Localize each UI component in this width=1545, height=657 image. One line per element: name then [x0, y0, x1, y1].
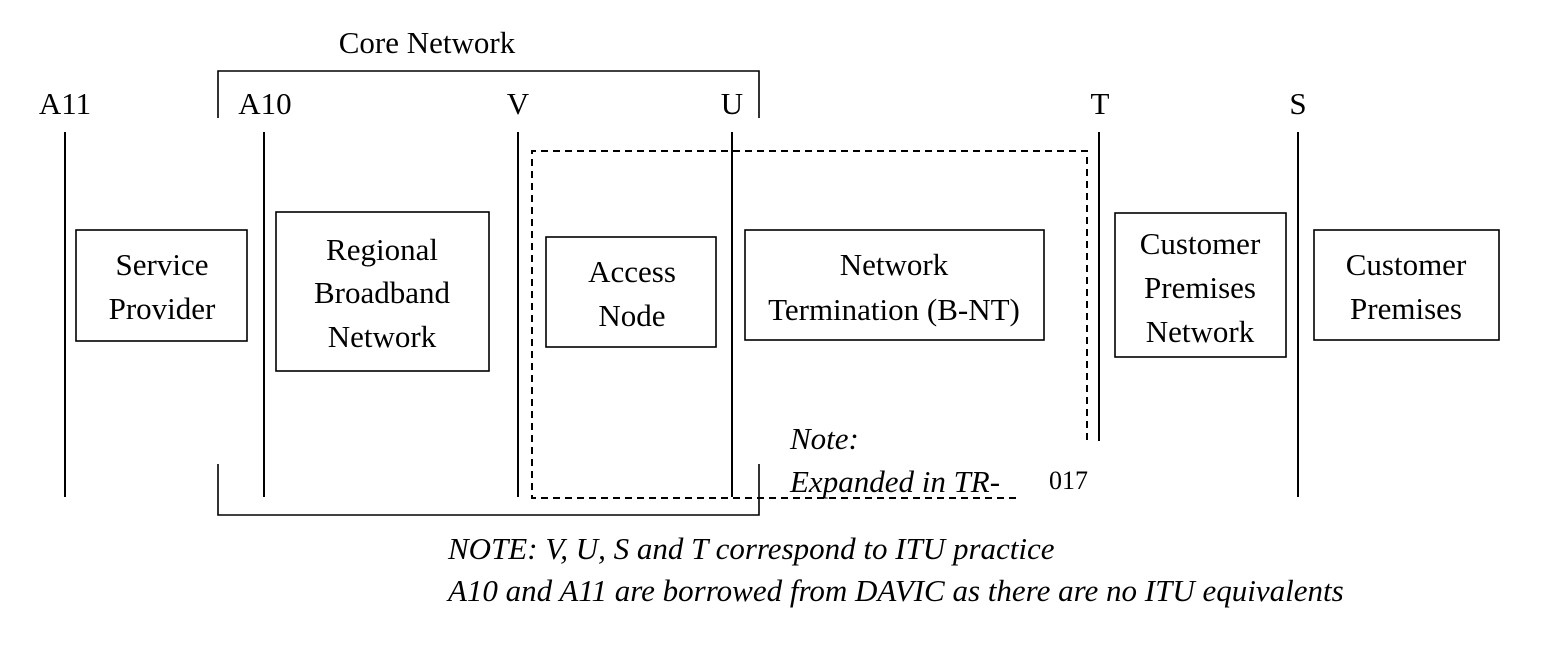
reference-label-s: S [1289, 86, 1306, 121]
service-provider-box: Service Provider [75, 229, 248, 342]
svg-text:Premises: Premises [1144, 270, 1256, 305]
customer-premises-network-box: Customer Premises Network [1114, 212, 1287, 358]
svg-text:Node: Node [598, 298, 665, 333]
inner-note-text: Expanded in TR- [789, 464, 1000, 499]
reference-label-u: U [721, 86, 743, 121]
svg-text:Service: Service [116, 247, 209, 282]
reference-label-t: T [1091, 86, 1110, 121]
svg-text:Network: Network [1146, 314, 1255, 349]
inner-note-number: 017 [1049, 466, 1088, 495]
svg-text:Provider: Provider [109, 291, 216, 326]
regional-broadband-network-box: Regional Broadband Network [275, 211, 490, 372]
core-network-bracket [217, 70, 760, 516]
expanded-region-outline [531, 150, 1088, 499]
footnote-line-1: NOTE: V, U, S and T correspond to ITU pr… [447, 531, 1055, 566]
svg-text:Premises: Premises [1350, 291, 1462, 326]
reference-label-a11: A11 [39, 86, 91, 121]
reference-label-v: V [507, 86, 530, 121]
svg-text:Termination (B-NT): Termination (B-NT) [768, 292, 1020, 327]
svg-text:Network: Network [840, 247, 949, 282]
svg-text:Access: Access [588, 254, 676, 289]
svg-text:Regional: Regional [326, 232, 438, 267]
footnote-line-2: A10 and A11 are borrowed from DAVIC as t… [446, 573, 1344, 608]
customer-premises-box: Customer Premises [1313, 229, 1500, 341]
network-termination-box: Network Termination (B-NT) [744, 229, 1045, 341]
svg-text:Customer: Customer [1346, 247, 1467, 282]
reference-label-a10: A10 [238, 86, 291, 121]
svg-text:Broadband: Broadband [314, 275, 451, 310]
access-node-box: Access Node [545, 236, 717, 348]
inner-note-title: Note: [789, 421, 859, 456]
svg-text:Network: Network [328, 319, 437, 354]
core-network-label: Core Network [339, 25, 516, 60]
svg-text:Customer: Customer [1140, 226, 1261, 261]
